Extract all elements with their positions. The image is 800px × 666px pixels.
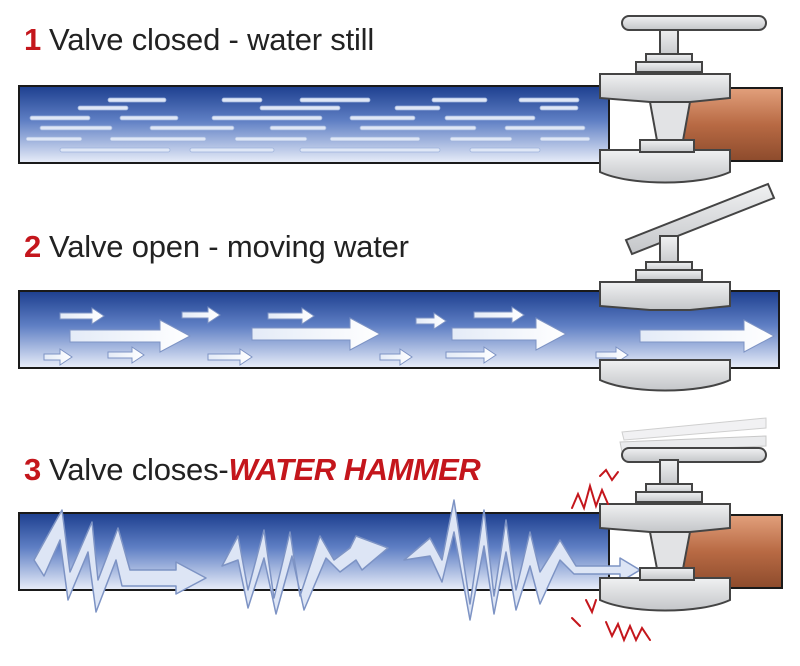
valve-icon-open [599, 182, 776, 392]
step-3-text: Valve closes- [49, 452, 229, 487]
valve-icon [599, 15, 767, 184]
still-water-streaks [25, 97, 591, 153]
step-2-number: 2 [24, 229, 42, 264]
water-hammer-label: WATER HAMMER [228, 452, 481, 487]
step-1-text: Valve closed - water still [49, 22, 375, 57]
vibration-icon [571, 468, 651, 643]
panel-2 [18, 182, 780, 392]
panel-3 [18, 417, 783, 643]
step-3-number: 3 [24, 452, 42, 487]
valve-icon-closed [599, 417, 767, 612]
step-1-number: 1 [24, 22, 42, 57]
step-2-text: Valve open - moving water [49, 229, 409, 264]
panel-1 [18, 15, 783, 184]
flow-arrow-icon [43, 306, 776, 366]
